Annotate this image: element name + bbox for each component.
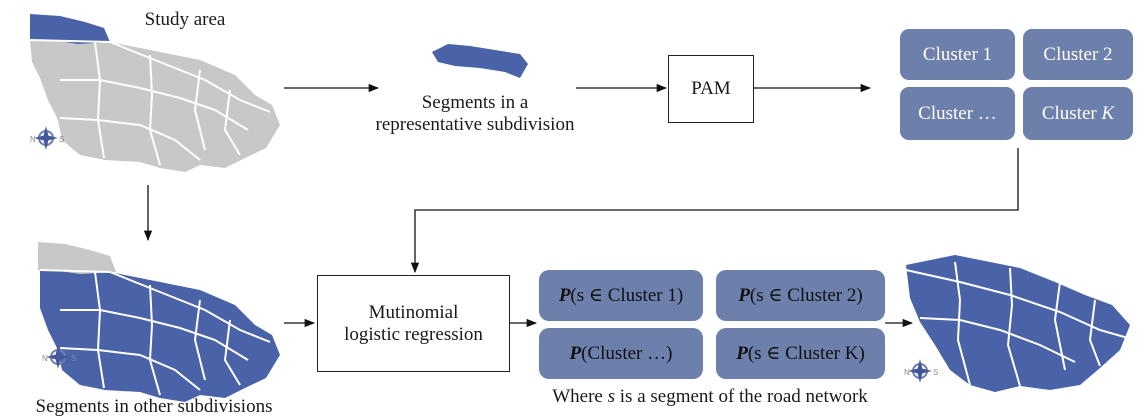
segments-representative-line1: Segments in a [421,92,529,113]
svg-text:N: N [42,354,48,363]
map-boundaries [39,269,271,396]
segments-representative-label: Segments in a representative subdivision [370,92,580,136]
svg-text:S: S [933,368,938,377]
prob-cluster-1-box: P(s ∈ Cluster 1) [539,270,703,321]
study-area-label: Study area [144,9,226,30]
svg-text:N: N [30,135,36,144]
cluster-k-box: Cluster K [1023,87,1133,140]
svg-text:S: S [71,354,76,363]
map-shape-blue [40,270,280,402]
svg-text:N: N [904,368,910,377]
other-subdivisions-map: N S [38,242,280,402]
segments-other-label: Segments in other subdivisions [35,396,273,417]
prob-cluster-k-box: P(s ∈ Cluster K) [716,328,885,379]
map-boundaries [905,261,1129,387]
segments-representative-line2: representative subdivision [375,113,575,135]
representative-segments-map [432,44,528,78]
cluster-2-box: Cluster 2 [1023,29,1133,80]
cluster-dots-box: Cluster … [900,87,1015,140]
mlr-line2: logistic regression [344,323,483,345]
flow-arrows [143,83,1019,328]
mlr-box: Mutinomial logistic regression [317,275,510,372]
map-boundaries [29,39,271,166]
map-subdivision-blue [30,14,110,44]
study-area-map: N S [29,14,280,172]
map-shape-gray [30,40,280,172]
footnote-label: Where s is a segment of the road network [552,386,868,407]
pam-box: PAM [668,55,754,123]
cluster-1-box: Cluster 1 [900,29,1015,80]
output-map: N S [904,255,1130,392]
map-subdivision-gray [38,242,116,274]
prob-cluster-2-box: P(s ∈ Cluster 2) [716,270,885,321]
prob-cluster-dots-box: P(Cluster …) [539,328,703,379]
mlr-line1: Mutinomial [368,301,459,323]
svg-text:S: S [59,135,64,144]
arrow-clusters-to-mlr [410,148,1019,274]
